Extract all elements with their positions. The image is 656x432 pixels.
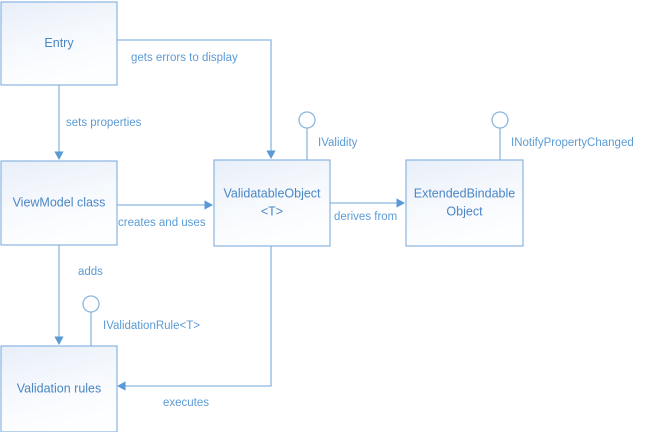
interface-label-ivalidationrule: IValidationRule<T>: [103, 320, 200, 332]
node-validationrules[interactable]: [0, 345, 118, 432]
node-viewmodel[interactable]: [0, 160, 118, 246]
node-box-validationrules[interactable]: [0, 345, 118, 432]
nodes-layer: [0, 1, 524, 432]
arrowhead-icon: [266, 150, 276, 159]
arrowhead-icon: [204, 200, 213, 210]
edge-line-executes: [120, 246, 272, 387]
interface-lollipop-ivalidationrule: [82, 295, 100, 346]
interfaces-layer: [82, 111, 509, 346]
node-label-line2-validatableobject: <T>: [261, 204, 283, 218]
node-box-extendedbindableobject[interactable]: [405, 159, 524, 247]
edge-adds: [54, 245, 64, 345]
node-label-validationrules: Validation rules: [17, 381, 102, 395]
node-label-viewmodel: ViewModel class: [13, 195, 106, 209]
node-extendedbindableobject[interactable]: [405, 159, 524, 247]
edge-label-creates-and-uses: creates and uses: [118, 217, 206, 229]
interface-label-ivalidity: IValidity: [318, 137, 358, 149]
lollipop-circle-icon: [298, 111, 316, 129]
node-entry[interactable]: [0, 1, 118, 86]
edge-creates-and-uses: [117, 200, 213, 210]
node-label-line2-extendedbindableobject: Object: [446, 204, 483, 218]
node-label-extendedbindableobject: ExtendedBindable: [414, 186, 516, 200]
lollipop-circle-icon: [82, 295, 100, 313]
interface-lollipop-ivalidity: [298, 111, 316, 160]
edge-label-sets-properties: sets properties: [66, 117, 142, 129]
edge-label-derives-from: derives from: [334, 211, 397, 223]
edge-gets-errors-to-display: [117, 39, 276, 159]
node-label-validatableobject: ValidatableObject: [223, 186, 321, 200]
node-box-validatableobject[interactable]: [213, 159, 331, 247]
node-box-entry[interactable]: [0, 1, 118, 86]
node-box-viewmodel[interactable]: [0, 160, 118, 246]
arrowhead-icon: [54, 336, 64, 345]
edge-line-gets-errors-to-display: [117, 39, 272, 157]
edge-label-adds: adds: [78, 266, 103, 278]
interface-label-inotifypropertychanged: INotifyPropertyChanged: [511, 137, 634, 149]
edge-label-executes: executes: [163, 397, 209, 409]
labels-layer: sets properties gets errors to display cre…: [13, 36, 634, 409]
node-validatableobject[interactable]: [213, 159, 331, 247]
arrowhead-icon: [117, 381, 126, 391]
interface-lollipop-inotifypropertychanged: [491, 111, 509, 160]
arrowhead-icon: [396, 198, 405, 208]
node-label-entry: Entry: [44, 36, 74, 50]
edges-layer: [54, 39, 405, 391]
edge-derives-from: [330, 198, 405, 208]
edge-label-gets-errors-to-display: gets errors to display: [131, 52, 238, 64]
edge-executes: [117, 246, 272, 391]
lollipop-circle-icon: [491, 111, 509, 129]
arrowhead-icon: [54, 151, 64, 160]
edge-sets-properties: [54, 85, 64, 160]
